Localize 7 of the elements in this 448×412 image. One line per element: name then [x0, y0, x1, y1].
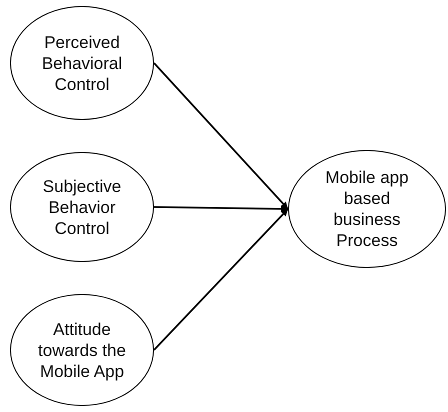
arrow	[153, 62, 289, 210]
node-label: Perceived Behavioral Control	[40, 32, 124, 94]
node-label: Mobile app based business Process	[324, 167, 410, 251]
node-label: Attitude towards the Mobile App	[37, 318, 127, 382]
node-label: Subjective Behavior Control	[42, 176, 122, 238]
arrow	[154, 205, 288, 212]
arrow	[153, 208, 289, 351]
